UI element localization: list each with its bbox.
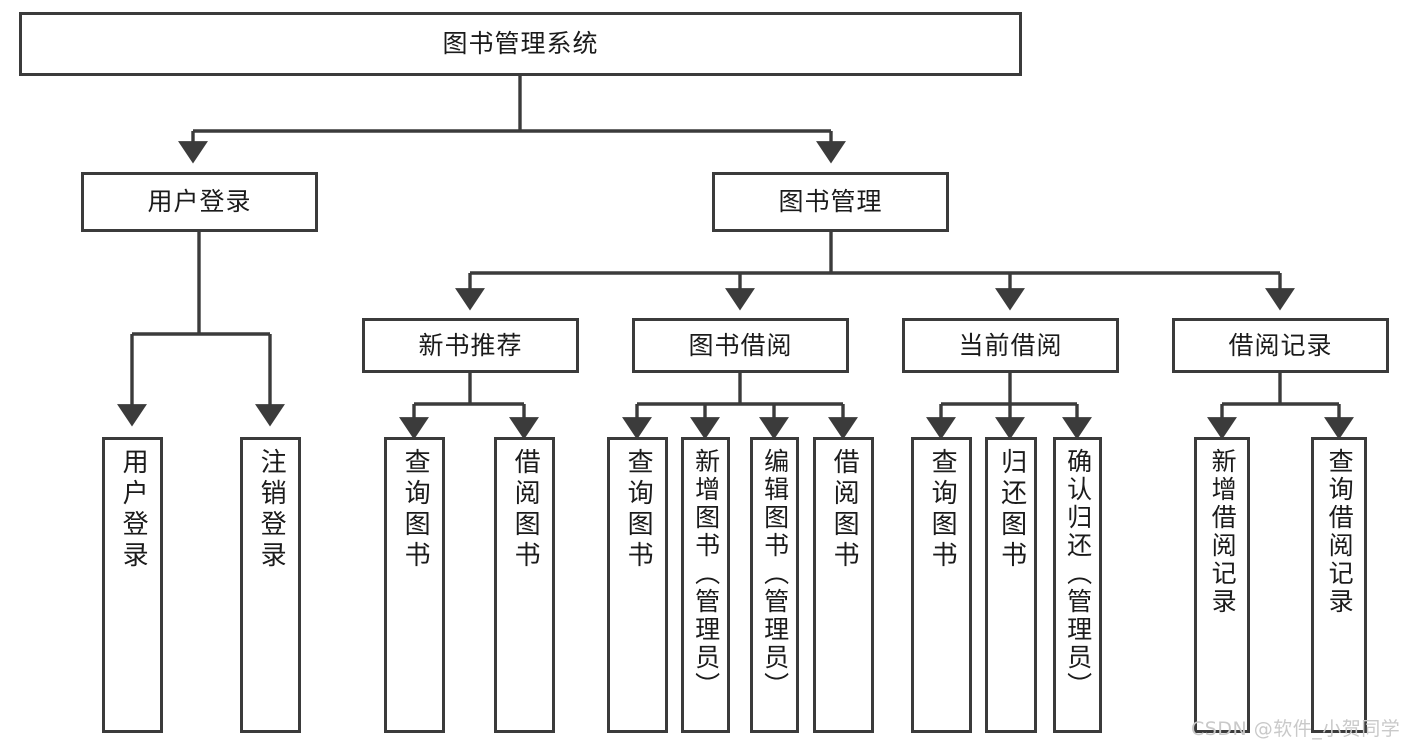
node-label: 注销登录 — [256, 448, 287, 572]
leaf-query-book-1[interactable]: 查询图书 — [384, 437, 445, 733]
node-label: 图书借阅 — [688, 330, 793, 360]
node-label: 图书管理系统 — [442, 29, 599, 59]
node-borrow-record[interactable]: 借阅记录 — [1172, 318, 1389, 373]
leaf-borrow-book-2[interactable]: 借阅图书 — [813, 437, 874, 733]
node-label: 借阅图书 — [510, 448, 541, 572]
node-current-borrow[interactable]: 当前借阅 — [902, 318, 1119, 373]
leaf-add-book-admin[interactable]: 新增图书（管理员） — [681, 437, 730, 733]
node-label: 用户登录 — [118, 448, 149, 572]
node-label: 查询图书 — [400, 448, 431, 572]
node-label: 新书推荐 — [418, 330, 523, 360]
node-label: 借阅图书 — [829, 448, 860, 572]
node-label: 查询借阅记录 — [1325, 448, 1355, 616]
leaf-logout[interactable]: 注销登录 — [240, 437, 301, 733]
leaf-return-book[interactable]: 归还图书 — [985, 437, 1037, 733]
node-book-manage[interactable]: 图书管理 — [712, 172, 949, 232]
node-label: 查询图书 — [927, 448, 958, 572]
leaf-query-book-3[interactable]: 查询图书 — [911, 437, 972, 733]
node-label: 图书管理 — [778, 187, 883, 217]
leaf-confirm-return-admin[interactable]: 确认归还（管理员） — [1053, 437, 1102, 733]
node-label: 新增借阅记录 — [1208, 448, 1238, 616]
node-book-borrow[interactable]: 图书借阅 — [632, 318, 849, 373]
node-label: 新增图书（管理员） — [691, 448, 721, 700]
node-label: 用户登录 — [147, 187, 252, 217]
node-label: 查询图书 — [623, 448, 654, 572]
leaf-borrow-book-1[interactable]: 借阅图书 — [494, 437, 555, 733]
leaf-edit-book-admin[interactable]: 编辑图书（管理员） — [750, 437, 799, 733]
leaf-query-book-2[interactable]: 查询图书 — [607, 437, 668, 733]
node-user-login[interactable]: 用户登录 — [81, 172, 318, 232]
leaf-query-borrow-record[interactable]: 查询借阅记录 — [1311, 437, 1367, 733]
node-label: 确认归还（管理员） — [1063, 448, 1093, 700]
node-label: 借阅记录 — [1228, 330, 1333, 360]
node-root-system[interactable]: 图书管理系统 — [19, 12, 1022, 76]
leaf-user-login[interactable]: 用户登录 — [102, 437, 163, 733]
node-new-book-recommend[interactable]: 新书推荐 — [362, 318, 579, 373]
node-label: 当前借阅 — [958, 330, 1063, 360]
node-label: 编辑图书（管理员） — [760, 448, 790, 700]
leaf-add-borrow-record[interactable]: 新增借阅记录 — [1194, 437, 1250, 733]
node-label: 归还图书 — [996, 448, 1027, 572]
csdn-watermark: CSDN @软件_小贺同学 — [1191, 718, 1401, 740]
